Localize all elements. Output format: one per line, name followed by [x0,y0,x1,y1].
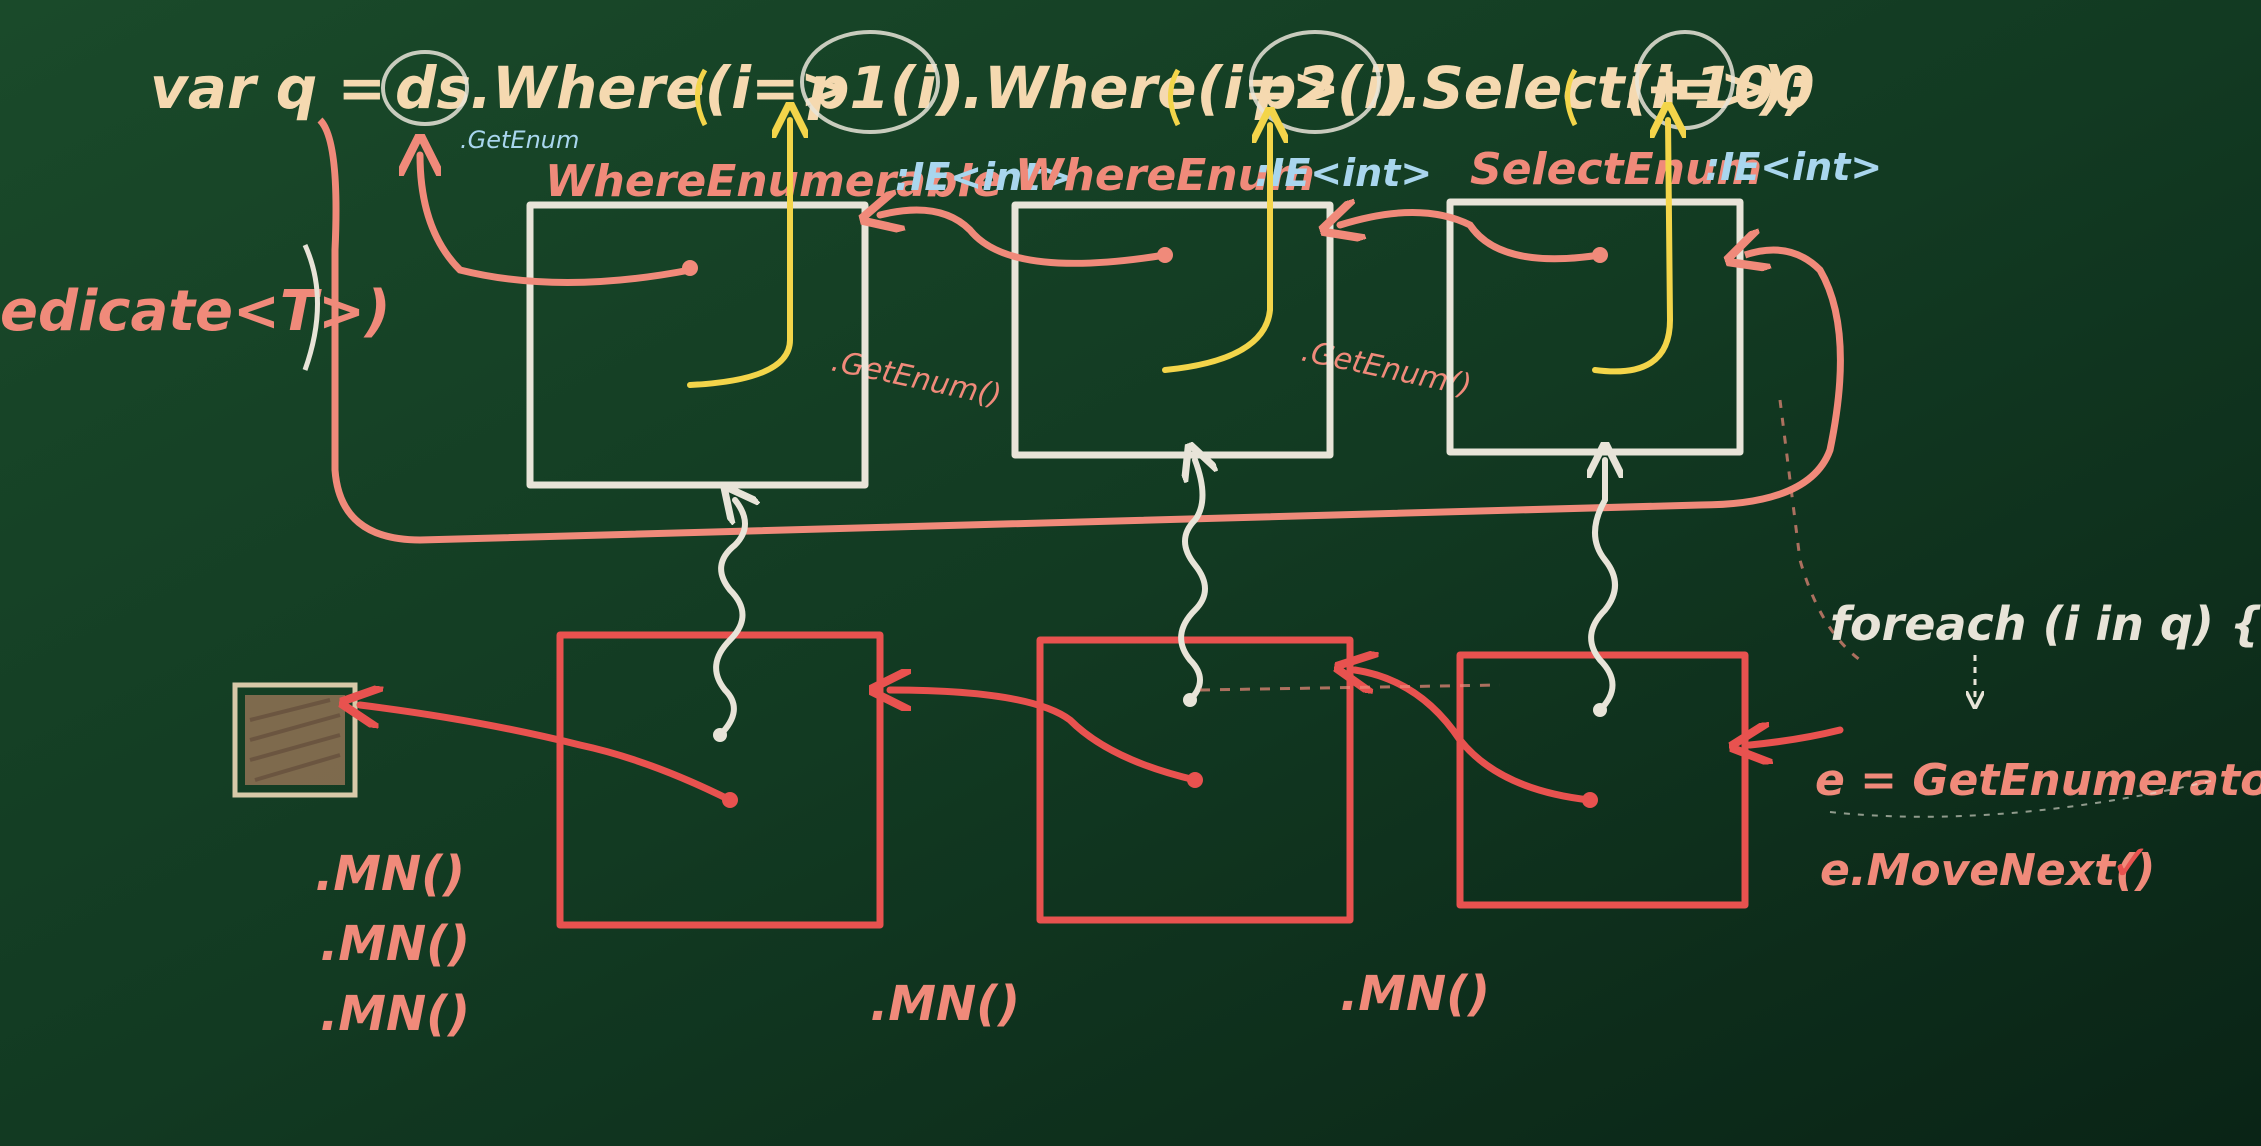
arrow-enum2-to-enum1 [890,690,1199,784]
type-where2-ie: :IE<int> [1255,151,1432,195]
code-select-close: ); [1758,54,1810,122]
wave-link-2 [1178,460,1205,703]
type-select-ie: :IE<int> [1705,145,1882,189]
box-where2-enumerable [1011,201,1334,459]
type-where2: WhereEnum [1015,150,1315,201]
circle-pred1 [800,30,940,134]
label-getenum-ds: .GetEnum [460,126,579,154]
box-where1-enumerable [526,201,869,489]
arrow-enum3-to-enum2 [1355,670,1594,804]
arrow-select-to-where2 [1340,213,1604,263]
circle-pred2 [1249,30,1381,134]
code-where1-close: ) [936,54,965,122]
label-source-mn-2: .MN() [320,916,470,972]
arrow-e-to-enum3 [1750,730,1844,745]
code-source: ds [395,54,471,122]
arrow-where2-to-where1 [880,210,1169,267]
type-where1: WhereEnumerable [545,156,1002,207]
box-select-enumerator [1456,651,1749,909]
foreach-dashed-underline [1829,779,2216,818]
left-paren [302,243,320,371]
label-enum2-mn: .MN() [1340,966,1490,1022]
foreach-check: ✓ [2110,834,2152,892]
foreach-line-getenumerator: e = GetEnumerator() [1815,755,2261,806]
label-source-mn-3: .MN() [320,986,470,1042]
box-where2-enumerator [1036,636,1354,924]
code-select: .Select(i=> [1400,54,1768,122]
foreach-line-movenext: e.MoveNext() [1820,845,2155,896]
wave-link-1 [713,500,745,738]
arrow-where1-to-source [420,155,694,286]
code-where2-close: ) [1376,54,1405,122]
code-prefix: var q = [150,54,386,122]
box-where1-enumerator [556,631,884,929]
arrow-enum1-to-source [360,705,734,804]
circle-source [381,50,469,126]
foreach-header: foreach (i in q) { [1830,597,2261,651]
wave-link-3 [1591,460,1615,713]
code-where1: .Where(i=> [470,54,848,122]
arrow-where1-to-pred1 [687,120,790,388]
arrow-select-to-proj [1592,120,1670,375]
left-predicate-label: edicate<T>) [0,279,391,344]
label-source-mn-1: .MN() [315,846,465,902]
source-enumerator [232,682,358,798]
arrow-where2-to-pred2 [1162,125,1270,373]
type-select: SelectEnum [1470,144,1762,195]
arrow-q-to-select [317,117,1844,544]
label-enum1-mn: .MN() [870,976,1020,1032]
type-where1-ie: :IE<int> [895,155,1072,199]
